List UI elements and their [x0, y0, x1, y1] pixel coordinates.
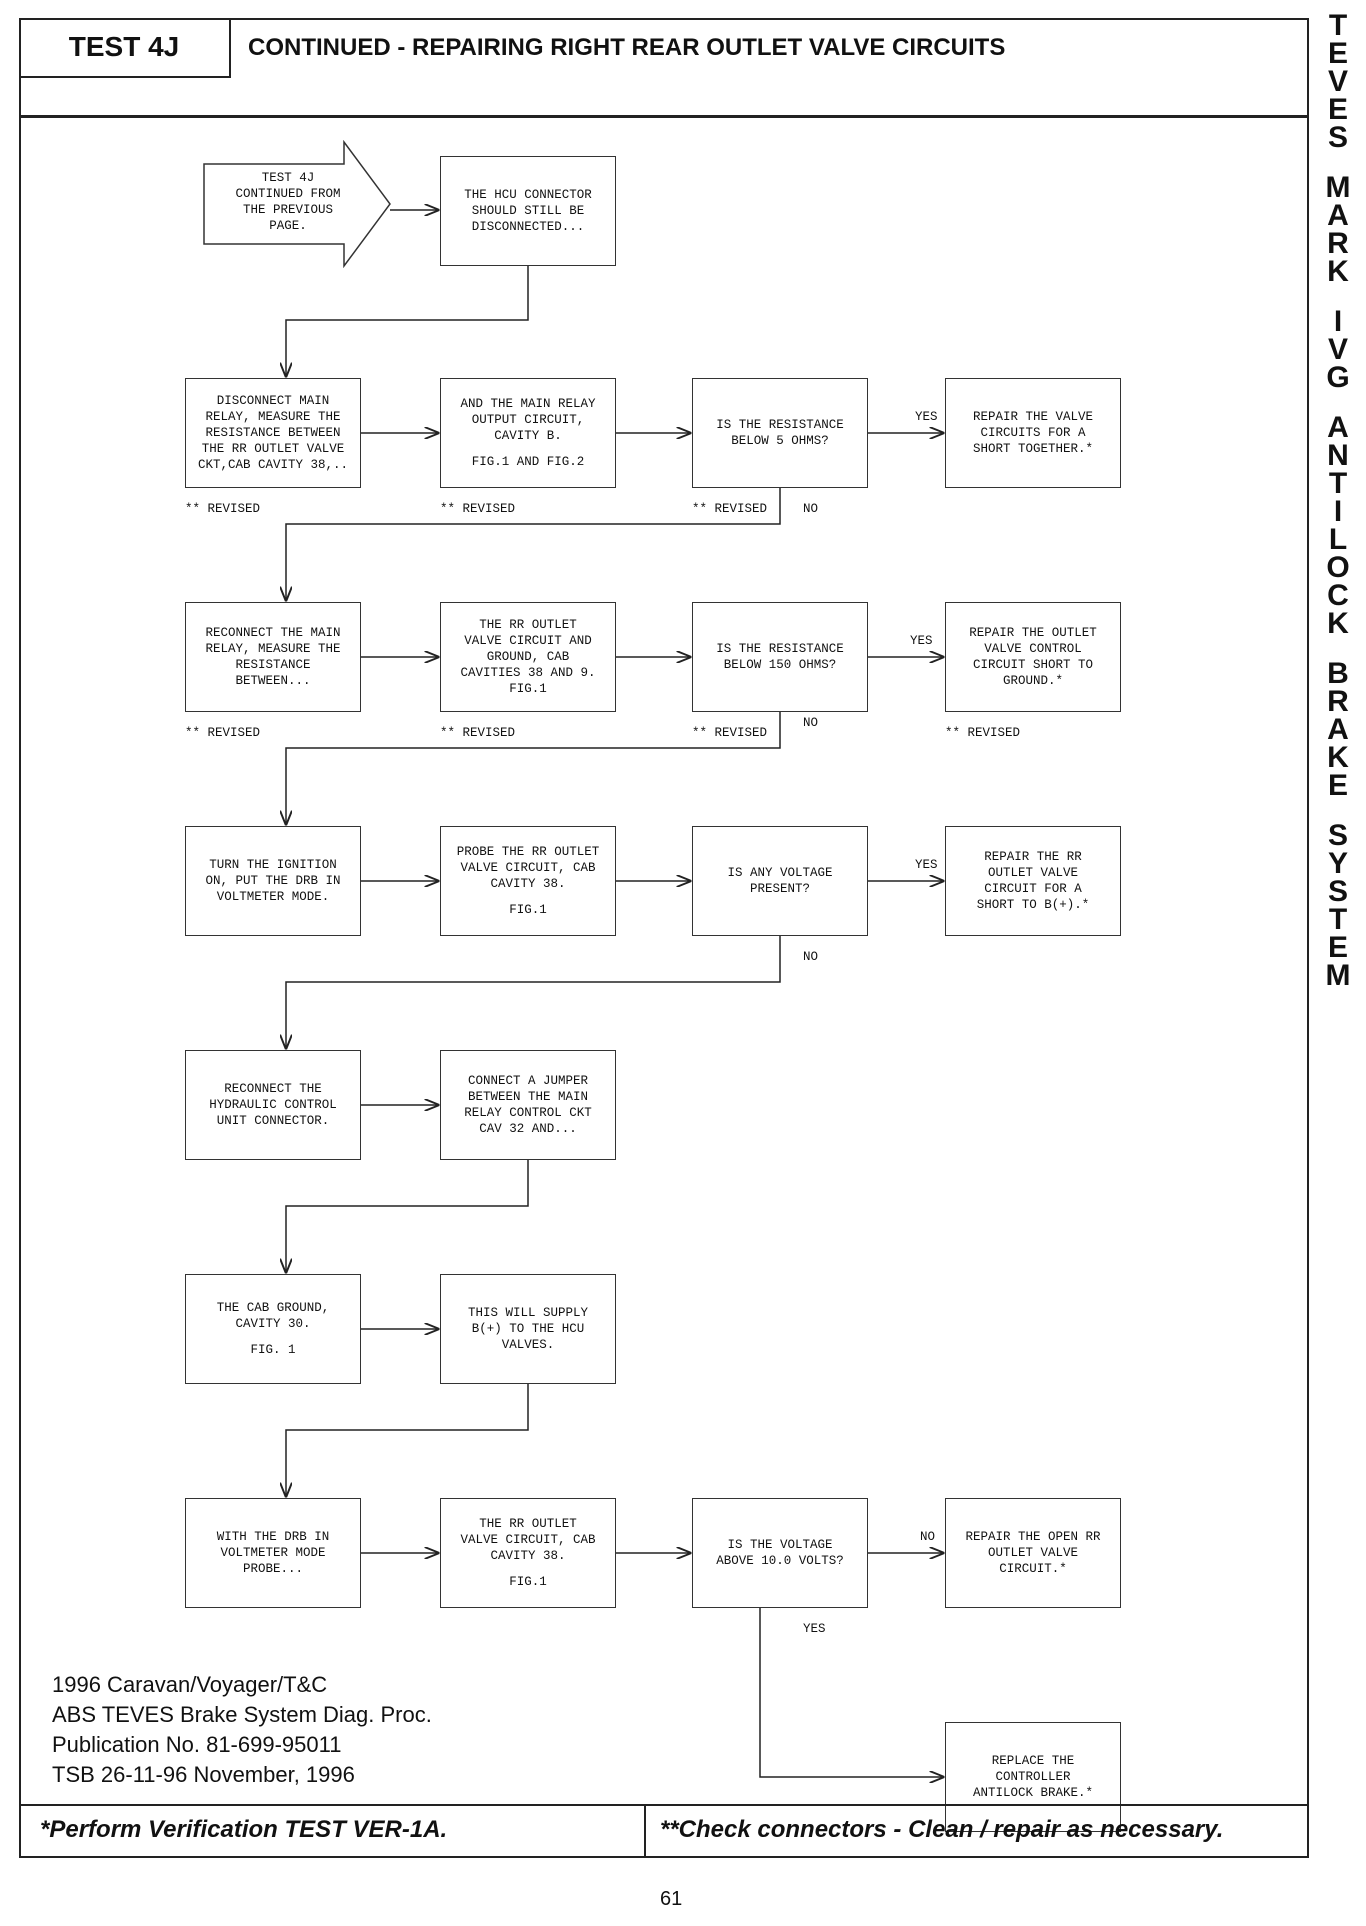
test-id: TEST 4J: [68, 31, 180, 62]
revised-note: ** REVISED: [692, 502, 768, 516]
no-label: NO: [920, 1530, 936, 1544]
pub-info-line: Publication No. 81-699-95011: [52, 1732, 342, 1757]
revised-note: ** REVISED: [692, 726, 768, 740]
yes-label: YES: [910, 634, 933, 648]
start-arrow-shape: [203, 140, 391, 268]
no-label: NO: [803, 950, 819, 964]
page-number: 61: [660, 1888, 683, 1910]
flowchart-box-r5c1: THE CAB GROUND,CAVITY 30.FIG. 1: [185, 1274, 361, 1384]
pub-info-line: TSB 26-11-96 November, 1996: [52, 1762, 355, 1787]
pub-info-line: 1996 Caravan/Voyager/T&C: [52, 1672, 328, 1697]
footer-divider: [644, 1804, 646, 1858]
header-rule: [19, 115, 1309, 118]
page-title: CONTINUED - REPAIRING RIGHT REAR OUTLET …: [248, 34, 1006, 61]
connector-arrow: [286, 1160, 529, 1272]
yes-label: YES: [915, 858, 938, 872]
revised-note: ** REVISED: [945, 726, 1021, 740]
connector-arrow: [286, 936, 781, 1048]
pub-info-line: ABS TEVES Brake System Diag. Proc.: [52, 1702, 432, 1727]
figure-reference: FIG.1 AND FIG.2: [471, 455, 585, 469]
figure-reference: FIG. 1: [250, 1343, 296, 1357]
test-id-box: TEST 4J: [19, 18, 231, 78]
figure-reference: FIG.1: [509, 1575, 547, 1589]
connector-arrow: [759, 1608, 943, 1777]
no-label: NO: [803, 502, 819, 516]
page-frame: [19, 18, 1309, 1858]
yes-label: YES: [803, 1622, 826, 1636]
connector-arrow: [286, 488, 781, 600]
no-label: NO: [803, 716, 819, 730]
footer-rule: [19, 1804, 1309, 1806]
figure-reference: FIG.1: [509, 903, 547, 917]
connector-arrow: [286, 1384, 529, 1496]
revised-note: ** REVISED: [185, 726, 261, 740]
yes-label: YES: [915, 410, 938, 424]
footer-note-connectors: **Check connectors - Clean / repair as n…: [660, 1816, 1224, 1843]
revised-note: ** REVISED: [185, 502, 261, 516]
connector-arrow: [286, 266, 529, 376]
footer-note-verification: *Perform Verification TEST VER-1A.: [40, 1816, 448, 1843]
revised-note: ** REVISED: [440, 502, 516, 516]
connector-arrow: [286, 712, 781, 824]
revised-note: ** REVISED: [440, 726, 516, 740]
